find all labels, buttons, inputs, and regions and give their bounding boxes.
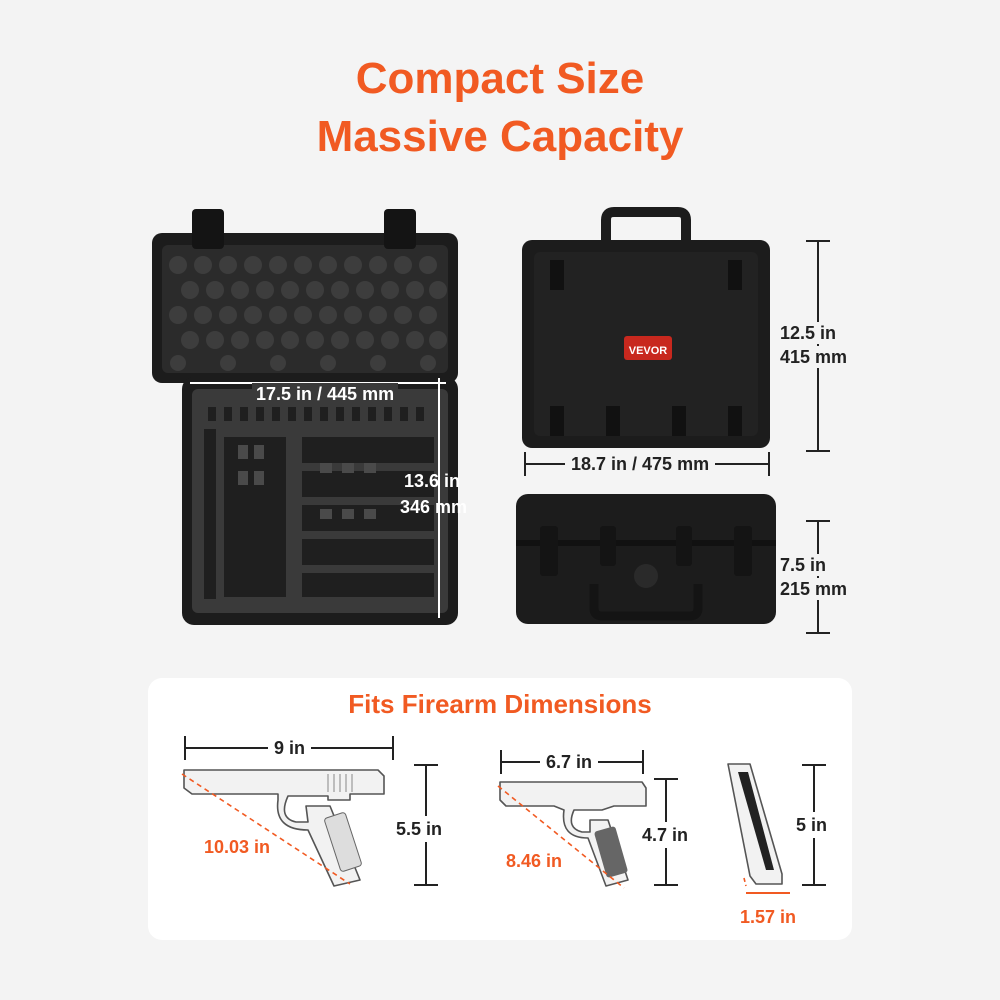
carry-handle [601,207,691,250]
firearm-card-title: Fits Firearm Dimensions [348,689,652,719]
magazine-illustration [727,763,783,887]
inner-height-in-label: 13.6 in [404,471,461,491]
magazine-width-line-dashed [743,877,747,887]
closed-case-front [522,207,770,448]
pistol-compact-diagonal-label: 8.46 in [506,851,563,871]
egg-crate-foam [169,256,447,371]
pistol-compact-illustration [497,781,647,889]
inner-width-label: 17.5 in / 445 mm [252,383,399,405]
magazine-width-label: 1.57 in [740,907,797,927]
depth-mm-label: 215 mm [780,578,848,600]
outer-width-label: 18.7 in / 475 mm [565,453,716,475]
pistol-compact-diagonal [497,785,625,889]
open-case-illustration [152,209,458,625]
closed-case-side [516,494,776,624]
latch-right [384,209,416,249]
depth-in-label: 7.5 in [780,554,827,576]
outer-height-mm-label: 415 mm [780,346,848,368]
pistol-large-height-label: 5.5 in [396,816,443,842]
outer-height-in-label: 12.5 in [780,322,837,344]
pistol-compact-length-label: 6.7 in [540,751,599,773]
inner-height-line [438,378,440,618]
firearm-dimensions-card [148,678,852,940]
brand-badge-label: VEVOR [628,345,668,357]
latch-left [192,209,224,249]
pistol-compact-height-label: 4.7 in [642,822,689,848]
headline-line-1: Compact Size [355,54,645,103]
brand-badge [624,336,672,360]
depth-line [817,520,819,634]
magazine-height-label: 5 in [796,812,828,838]
side-handle [589,584,703,621]
pistol-large-illustration [181,769,385,887]
pistol-large-diagonal [181,773,351,885]
inner-height-mm-label: 346 mm [400,497,468,517]
magazine-width-line [746,892,790,894]
pistol-large-diagonal-label: 10.03 in [204,837,271,857]
pistol-large-length-label: 9 in [268,737,312,759]
headline-line-2: Massive Capacity [316,112,684,161]
